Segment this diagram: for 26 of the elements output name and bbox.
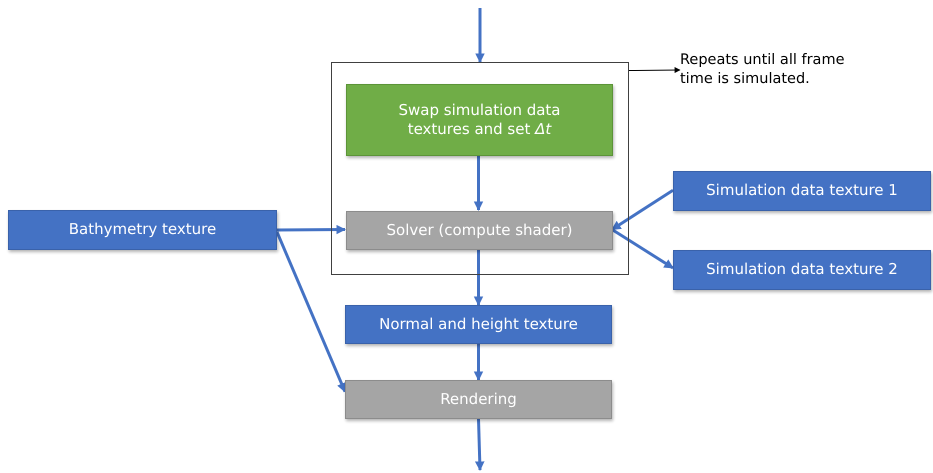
flow-arrow [611, 188, 674, 231]
loop-frame [331, 62, 629, 275]
flow-arrow [474, 344, 484, 381]
box-label: Normal and height texture [379, 314, 578, 334]
texture-box [8, 210, 277, 250]
process-box [346, 84, 613, 156]
flow-arrow [474, 249, 484, 306]
flow-arrow [276, 231, 346, 393]
flow-arrow [276, 224, 346, 234]
box-label: Simulation data texture 1 [706, 181, 898, 201]
process-box [345, 380, 612, 419]
box-label: Bathymetry texture [68, 220, 216, 240]
note-text: Repeats until all frame time is simulated. [680, 51, 846, 89]
flow-arrow [474, 155, 484, 211]
texture-box [345, 305, 612, 344]
texture-box [673, 250, 931, 290]
box-label: Rendering [440, 390, 517, 410]
pointer-arrow [628, 67, 681, 74]
texture-box [673, 171, 931, 211]
box-label: Simulation data texture 2 [706, 260, 898, 280]
process-box [346, 211, 613, 250]
flow-arrow [475, 8, 485, 63]
flow-arrow [474, 418, 485, 471]
box-label: Solver (compute shader) [386, 220, 572, 240]
box-label: Swap simulation data textures and set Δt [397, 100, 562, 140]
flow-arrow [611, 228, 674, 270]
